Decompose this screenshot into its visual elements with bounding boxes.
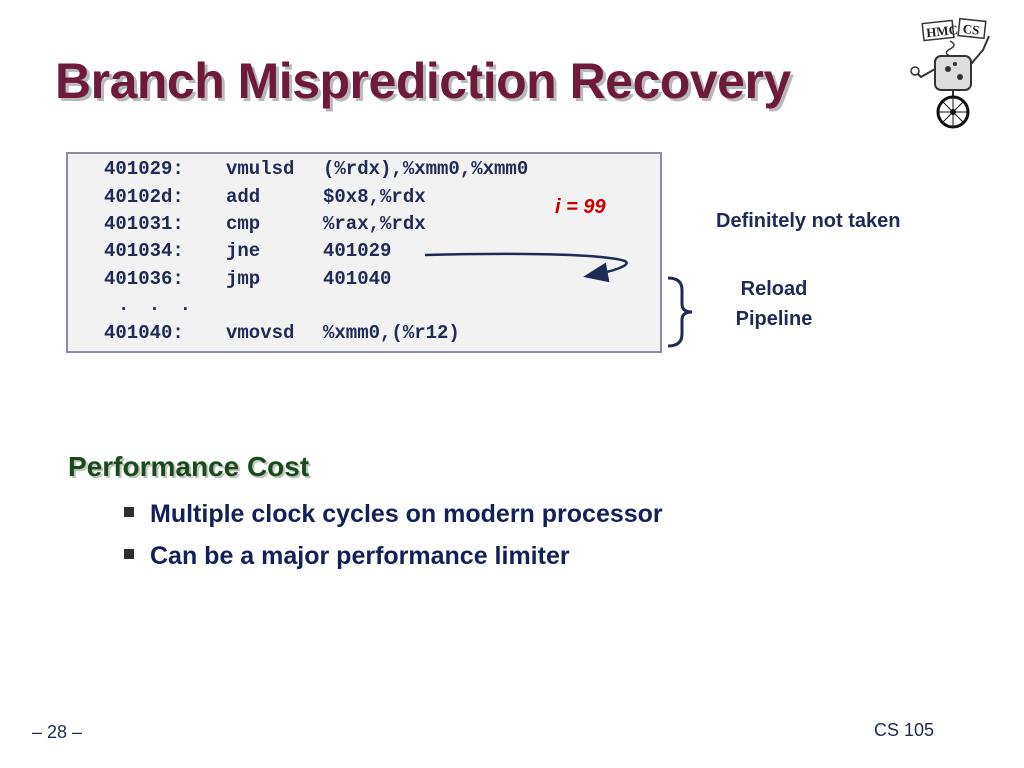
code-listing-box: [66, 152, 662, 353]
hmc-cs-logo: HMC CS: [910, 17, 990, 129]
ellipsis-dots: . . .: [118, 294, 196, 316]
logo-text-hmc: HMC: [925, 22, 958, 40]
code-operands: %rax,%rdx: [323, 213, 426, 235]
code-address: 401031:: [104, 213, 184, 235]
code-opcode: vmovsd: [226, 322, 295, 344]
code-operands: $0x8,%rdx: [323, 186, 426, 208]
code-opcode: add: [226, 186, 261, 208]
code-operands: (%rdx),%xmm0,%xmm0: [323, 158, 529, 180]
definitely-not-taken-label: Definitely not taken: [716, 210, 901, 232]
code-address: 401036:: [104, 268, 184, 290]
code-address: 401034:: [104, 240, 184, 262]
code-opcode: jmp: [226, 268, 261, 290]
code-opcode: jne: [226, 240, 261, 262]
square-bullet-icon: [124, 549, 134, 560]
code-line: 401036: jmp 401040: [104, 268, 391, 290]
logo-text-cs: CS: [962, 21, 980, 38]
iteration-label: i = 99: [555, 196, 606, 218]
code-address: 401029:: [104, 158, 184, 180]
performance-cost-heading: Performance Cost: [68, 451, 310, 482]
course-label: CS 105: [874, 720, 935, 740]
code-opcode: cmp: [226, 213, 261, 235]
code-operands: 401029: [323, 240, 392, 262]
code-ellipsis: . . .: [104, 294, 195, 316]
bullet-text: Can be a major performance limiter: [150, 542, 570, 570]
bullet-item: Multiple clock cycles on modern processo…: [124, 500, 663, 529]
branch-arrow: [424, 252, 628, 283]
reload-label-line2: Pipeline: [735, 308, 813, 330]
page-number: – 28 –: [32, 722, 83, 742]
code-address: 40102d:: [104, 186, 184, 208]
bullet-item: Can be a major performance limiter: [124, 542, 570, 571]
code-operands: 401040: [323, 268, 392, 290]
code-operands: %xmm0,(%r12): [323, 322, 460, 344]
slide-title: Branch Misprediction Recovery: [55, 53, 791, 109]
reload-label-line1: Reload: [740, 278, 808, 300]
code-line: 401029: vmulsd (%rdx),%xmm0,%xmm0: [104, 158, 528, 180]
code-line: 40102d: add $0x8,%rdx: [104, 186, 426, 208]
code-opcode: vmulsd: [226, 158, 295, 180]
code-line: 401031: cmp %rax,%rdx: [104, 213, 426, 235]
right-brace: [667, 276, 693, 348]
square-bullet-icon: [124, 507, 134, 518]
code-address: 401040:: [104, 322, 184, 344]
code-line: 401040: vmovsd %xmm0,(%r12): [104, 322, 460, 344]
bullet-text: Multiple clock cycles on modern processo…: [150, 500, 663, 528]
code-line: 401034: jne 401029: [104, 240, 391, 262]
reload-pipeline-label: Reload Pipeline: [714, 274, 834, 334]
